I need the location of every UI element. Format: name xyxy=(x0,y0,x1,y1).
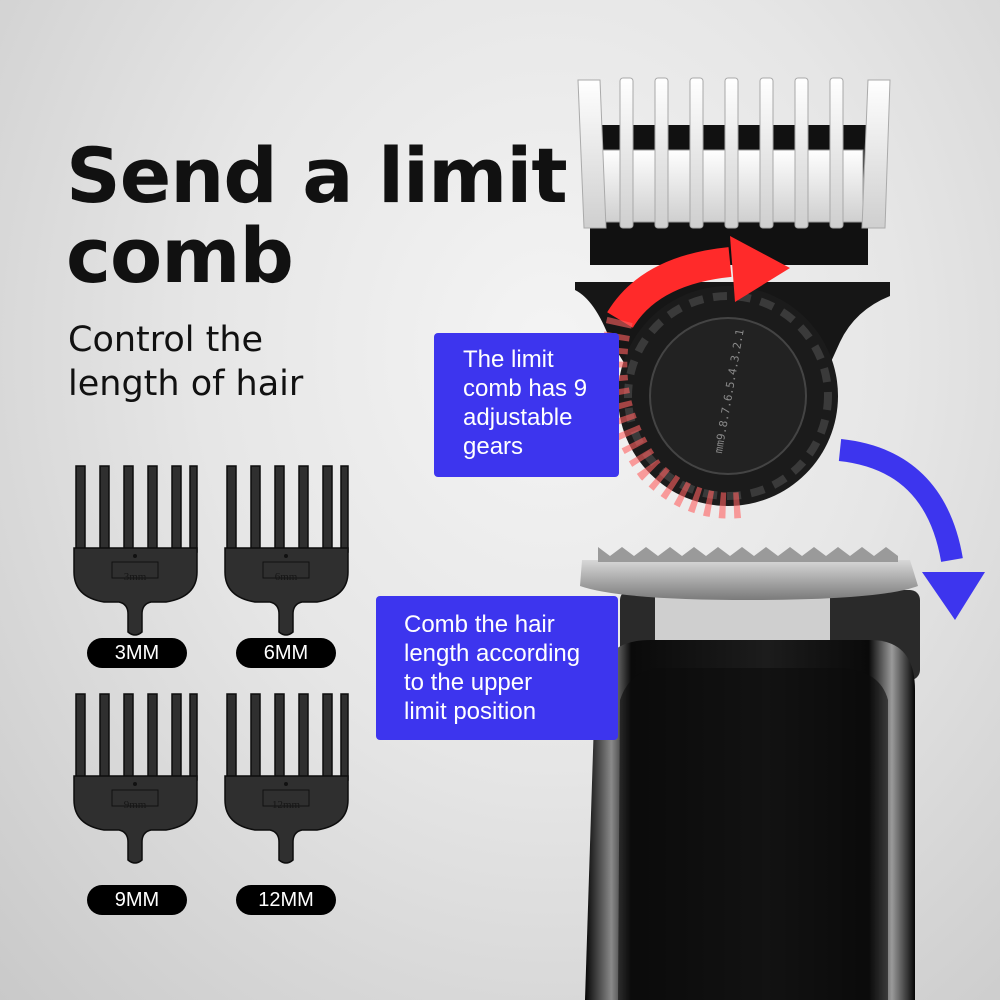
guard-size-mark: 12mm xyxy=(271,799,301,811)
callout-gears-line-4: gears xyxy=(463,433,524,460)
title-line-1: Send a limit xyxy=(66,131,568,220)
size-label-3mm: 3MM xyxy=(87,638,187,668)
callout-position-line-1: Comb the hair xyxy=(404,611,555,638)
guard-comb-icon xyxy=(224,693,349,864)
guard-size-mark: 6mm xyxy=(274,571,298,583)
guard-comb-icon xyxy=(73,465,198,636)
size-label-12mm: 12MM xyxy=(236,885,336,915)
guard-comb-icon xyxy=(73,693,198,864)
guard-comb-12mm: 12mm xyxy=(221,690,351,868)
size-label-9mm: 9MM xyxy=(87,885,187,915)
guard-size-mark: 9mm xyxy=(123,799,147,811)
callout-position-line-3: to the upper xyxy=(404,669,533,696)
callout-gears: The limit comb has 9 adjustable gears xyxy=(434,333,619,477)
trimmer-body xyxy=(580,547,920,1000)
flow-arrow-icon xyxy=(838,439,985,620)
guard-comb-3mm: 3mm xyxy=(70,462,200,640)
page-title: Send a limit comb xyxy=(66,131,568,300)
guard-size-mark: 3mm xyxy=(123,571,147,583)
callout-position-line-2: length according xyxy=(404,640,581,667)
callout-gears-line-1: The limit xyxy=(463,346,554,373)
subtitle-line-2: length of hair xyxy=(68,364,304,404)
callout-position-line-4: limit position xyxy=(404,698,537,725)
callout-gears-line-3: adjustable xyxy=(463,404,573,431)
title-line-2: comb xyxy=(66,211,294,300)
subtitle-line-1: Control the xyxy=(68,320,264,360)
size-label-6mm: 6MM xyxy=(236,638,336,668)
gear-dial: mm9.8.7.6.5.4.3.2.1 xyxy=(618,286,838,506)
callout-gears-line-2: comb has 9 xyxy=(463,375,588,402)
guard-comb-icon xyxy=(224,465,349,636)
guard-comb-6mm: 6mm xyxy=(221,462,351,640)
guard-comb-9mm: 9mm xyxy=(70,690,200,868)
subtitle: Control the length of hair xyxy=(68,318,303,406)
callout-position: Comb the hair length according to the up… xyxy=(376,596,618,740)
